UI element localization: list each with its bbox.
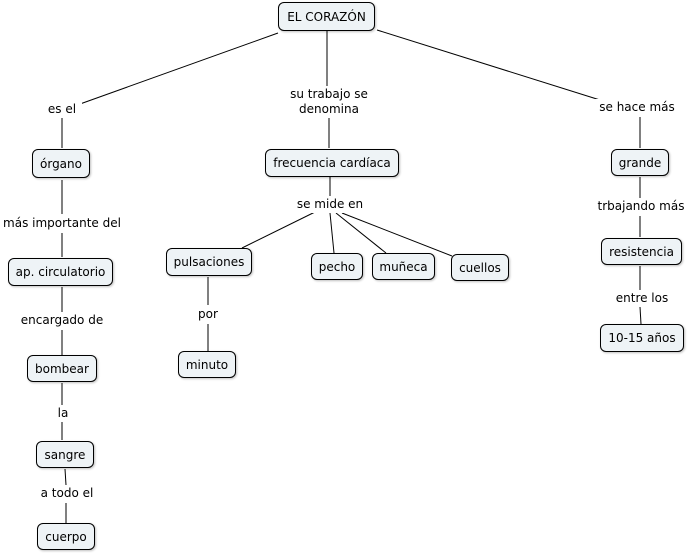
concept-node-resistencia[interactable]: resistencia bbox=[601, 238, 682, 265]
concept-node-cuellos[interactable]: cuellos bbox=[451, 254, 509, 281]
concept-node-frecuencia[interactable]: frecuencia cardíaca bbox=[265, 149, 399, 177]
link-label-a-todo: a todo el bbox=[36, 485, 98, 502]
concept-node-organo[interactable]: órgano bbox=[32, 149, 90, 178]
link-label-su-trabajo: su trabajo se denomina bbox=[283, 86, 375, 118]
link-label-line: su trabajo se bbox=[290, 87, 368, 101]
concept-node-ap-circulatorio[interactable]: ap. circulatorio bbox=[8, 258, 113, 286]
concept-node-root[interactable]: EL CORAZÓN bbox=[278, 2, 375, 31]
connector-line bbox=[639, 306, 642, 325]
connector-line bbox=[335, 212, 387, 254]
concept-node-cuerpo[interactable]: cuerpo bbox=[37, 523, 95, 550]
connector-line bbox=[376, 29, 601, 101]
link-label-se-mide: se mide en bbox=[294, 196, 366, 213]
connector-line bbox=[79, 32, 279, 105]
connector-line bbox=[241, 211, 316, 249]
link-label-encargado: encargado de bbox=[17, 312, 107, 329]
concept-node-grande[interactable]: grande bbox=[611, 149, 669, 176]
concept-node-sangre[interactable]: sangre bbox=[36, 441, 94, 468]
concept-node-muneca[interactable]: muñeca bbox=[372, 253, 435, 280]
link-label-line: denomina bbox=[299, 102, 359, 116]
link-label-por: por bbox=[195, 306, 221, 323]
concept-node-pecho[interactable]: pecho bbox=[311, 253, 363, 280]
concept-node-anos[interactable]: 10-15 años bbox=[600, 324, 684, 352]
link-label-trbajando: trbajando más bbox=[594, 198, 688, 215]
concept-node-minuto[interactable]: minuto bbox=[178, 351, 236, 378]
connector-line bbox=[329, 212, 335, 254]
link-label-la: la bbox=[55, 405, 71, 422]
concept-node-pulsaciones[interactable]: pulsaciones bbox=[166, 248, 252, 276]
connector-line bbox=[64, 468, 67, 486]
link-label-mas-importante: más importante del bbox=[1, 215, 123, 232]
link-label-se-hace-mas: se hace más bbox=[594, 99, 680, 116]
link-label-es-el: es el bbox=[42, 101, 82, 118]
concept-node-bombear[interactable]: bombear bbox=[27, 355, 97, 382]
connector-line bbox=[341, 212, 453, 257]
link-label-entre: entre los bbox=[612, 290, 672, 307]
